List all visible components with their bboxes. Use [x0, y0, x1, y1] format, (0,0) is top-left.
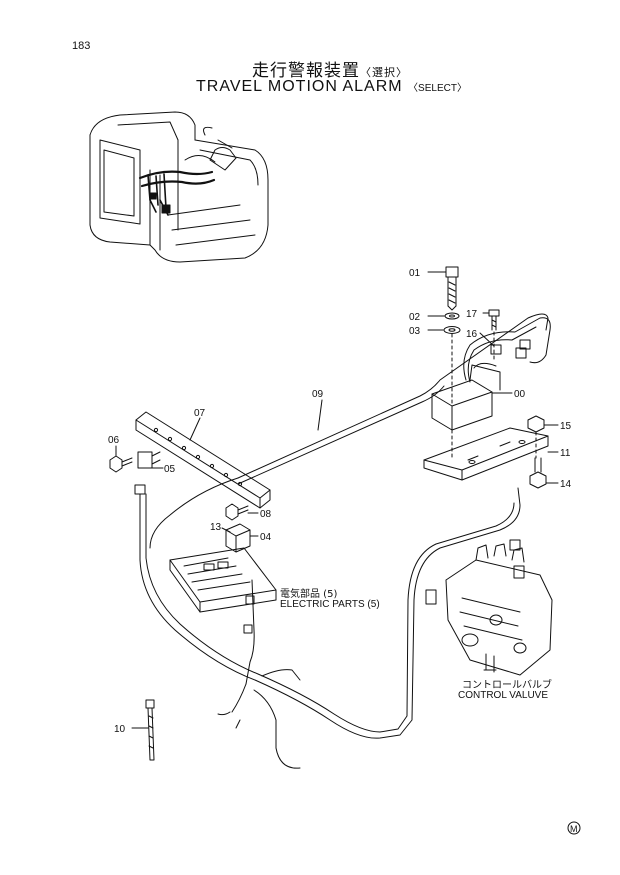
alarm-harness [463, 317, 551, 381]
connector-16b [515, 347, 527, 359]
callout-08: 08 [260, 509, 272, 520]
callout-17: 17 [466, 309, 478, 320]
title-english: TRAVEL MOTION ALARM 〈SELECT〉 [196, 78, 467, 96]
relay-part-04 [225, 523, 251, 553]
callout-labels: 01 02 03 17 16 00 09 07 06 05 15 11 14 0… [108, 268, 572, 735]
bolt-part-17 [488, 309, 500, 331]
main-harness [139, 477, 521, 769]
washer-part-03 [443, 326, 461, 334]
callout-04: 04 [260, 532, 272, 543]
callout-06: 06 [108, 435, 120, 446]
cable-tie-part-10 [145, 699, 155, 761]
callout-16: 16 [466, 329, 478, 340]
rail-part-07 [135, 411, 271, 509]
title-english-main: TRAVEL MOTION ALARM [196, 78, 403, 95]
bolt-part-08 [225, 503, 249, 521]
bolt-part-14 [529, 457, 547, 489]
electric-panel [169, 547, 277, 634]
clip-part-05 [134, 451, 161, 495]
callout-05: 05 [164, 464, 176, 475]
callout-01: 01 [409, 268, 421, 279]
control-valve [445, 543, 553, 676]
callout-10: 10 [114, 724, 126, 735]
cable-part-09 [237, 313, 549, 479]
alarm-unit-part-00 [431, 362, 501, 431]
callout-09: 09 [312, 389, 324, 400]
m-mark-label: M [570, 824, 578, 834]
control-valve-label-jp: コントロールバルブ [462, 680, 552, 691]
callout-leaders [115, 271, 559, 729]
connector-part-16 [490, 344, 502, 355]
title-japanese-main: 走行警報装置 [252, 61, 360, 81]
title-english-suffix: 〈SELECT〉 [408, 83, 467, 94]
electric-parts-label-en: ELECTRIC PARTS (5) [280, 599, 380, 610]
m-mark-circle [567, 821, 581, 835]
callout-14: 14 [560, 479, 572, 490]
callout-03: 03 [409, 326, 421, 337]
washer-part-02 [444, 312, 460, 320]
callout-13: 13 [210, 522, 222, 533]
electric-parts-label-jp: 電気部品 (5) [280, 589, 338, 600]
callout-07: 07 [194, 408, 206, 419]
control-valve-label-en: CONTROL VALUVE [458, 690, 549, 701]
callout-11: 11 [560, 448, 571, 459]
excavator-overview-sketch [89, 111, 269, 263]
title-japanese-suffix: 〈選択〉 [360, 66, 408, 79]
nut-part-15 [527, 415, 545, 433]
bracket-part-11 [423, 427, 549, 481]
bolt-part-01 [445, 266, 459, 311]
callout-15: 15 [560, 421, 572, 432]
screw-part-06 [109, 455, 133, 473]
title-japanese: 走行警報装置〈選択〉 [252, 56, 408, 81]
callout-00: 00 [514, 389, 526, 400]
callout-02: 02 [409, 312, 421, 323]
page-number: 183 [72, 40, 91, 52]
